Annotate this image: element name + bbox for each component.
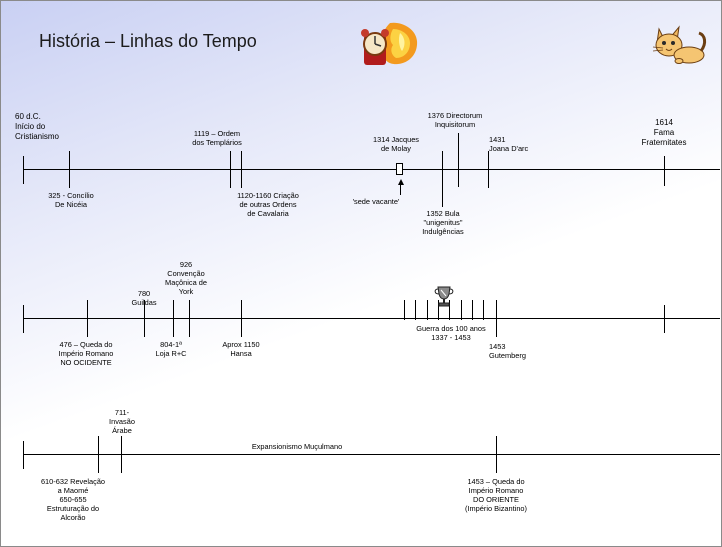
label-templars: 1119 – Ordem dos Templários	[192, 129, 242, 147]
timeline-2-tick-war-7	[472, 300, 473, 320]
label-rome-fall: 476 – Queda do Império Romano NO OCIDENT…	[58, 340, 114, 367]
timeline-2-tick-start	[23, 305, 24, 333]
clock-fire-icon	[361, 22, 418, 65]
timeline-2-tick-end	[664, 305, 665, 333]
timeline-3-tick-610	[98, 436, 99, 473]
timeline-1-tick-1614	[664, 156, 665, 186]
timeline-3-tick-1453	[496, 436, 497, 473]
trophy-icon	[434, 286, 454, 307]
timeline-1-tick-325	[69, 151, 70, 188]
timeline-2-tick-926	[189, 300, 190, 337]
label-arab: 711- Invasão Árabe	[109, 408, 135, 435]
timeline-1-tick-1431	[488, 151, 489, 188]
timeline-2-tick-war-1	[404, 300, 405, 320]
sede-vacante-arrow	[398, 179, 404, 185]
label-molay: 1314 Jacques de Molay	[372, 135, 420, 153]
label-guilds: 780 Guildas	[131, 289, 157, 307]
timeline-2-tick-476	[87, 300, 88, 337]
cat-icon	[652, 25, 707, 64]
label-gutenberg: 1453 Gutemberg	[489, 342, 526, 360]
timeline-3-tick-711	[121, 436, 122, 473]
timeline-2-tick-war-6	[461, 300, 462, 320]
label-fama: 1614 Fama Fraternitates	[641, 118, 687, 147]
timeline-3-axis	[23, 454, 720, 455]
label-bula: 1352 Bula "unigenitus" Indulgências	[422, 209, 464, 236]
timeline-1-tick-1119	[230, 151, 231, 188]
label-war: Guerra dos 100 anos 1337 - 1453	[416, 324, 486, 342]
slide-title: História – Linhas do Tempo	[39, 31, 257, 51]
timeline-2-tick-1150	[241, 300, 242, 337]
label-byzantine: 1453 – Queda do Império Romano DO ORIENT…	[464, 477, 528, 513]
label-sede-vacante: 'sede vacante'	[352, 197, 400, 206]
label-expansion: Expansionismo Muçulmano	[251, 442, 343, 451]
timeline-2-tick-war-2	[415, 300, 416, 320]
label-cavalry: 1120-1160 Criação de outras Ordens de Ca…	[237, 191, 299, 218]
label-early-christianity: 60 d.C. Início do Cristianismo	[15, 112, 60, 141]
timeline-1-axis	[23, 169, 720, 170]
timeline-1-tick-1120	[241, 151, 242, 188]
timeline-1-tick-start	[23, 156, 24, 184]
timeline-1-tick-1376	[458, 133, 459, 187]
timeline-2-axis	[23, 318, 720, 319]
timeline-2-tick-1453	[496, 300, 497, 337]
sede-vacante-arrow-stem	[400, 185, 401, 195]
molay-marker	[396, 163, 403, 175]
timeline-2-tick-war-8	[483, 300, 484, 320]
label-rosicrucian: 804-1ª Loja R+C	[155, 340, 187, 358]
label-hansa: Aprox 1150 Hansa	[222, 340, 260, 358]
label-convention: 926 Convenção Maçônica de York	[165, 260, 207, 296]
timeline-3-tick-start	[23, 441, 24, 469]
label-mohammed: 610-632 Revelação a Maomé 650-655 Estrut…	[40, 477, 106, 522]
label-directorum: 1376 Directorum Inquisitorum	[427, 111, 483, 129]
timeline-2-tick-war-5	[449, 300, 450, 320]
timeline-2-tick-780	[144, 300, 145, 337]
timeline-2-tick-war-3	[427, 300, 428, 320]
timeline-2-tick-804	[173, 300, 174, 337]
label-joan: 1431 Joana D'arc	[489, 135, 529, 153]
timeline-1-tick-1352	[442, 151, 443, 207]
timeline-2-tick-war-4	[438, 300, 439, 320]
label-nicea: 325 - Concílio De Nicéia	[48, 191, 94, 209]
